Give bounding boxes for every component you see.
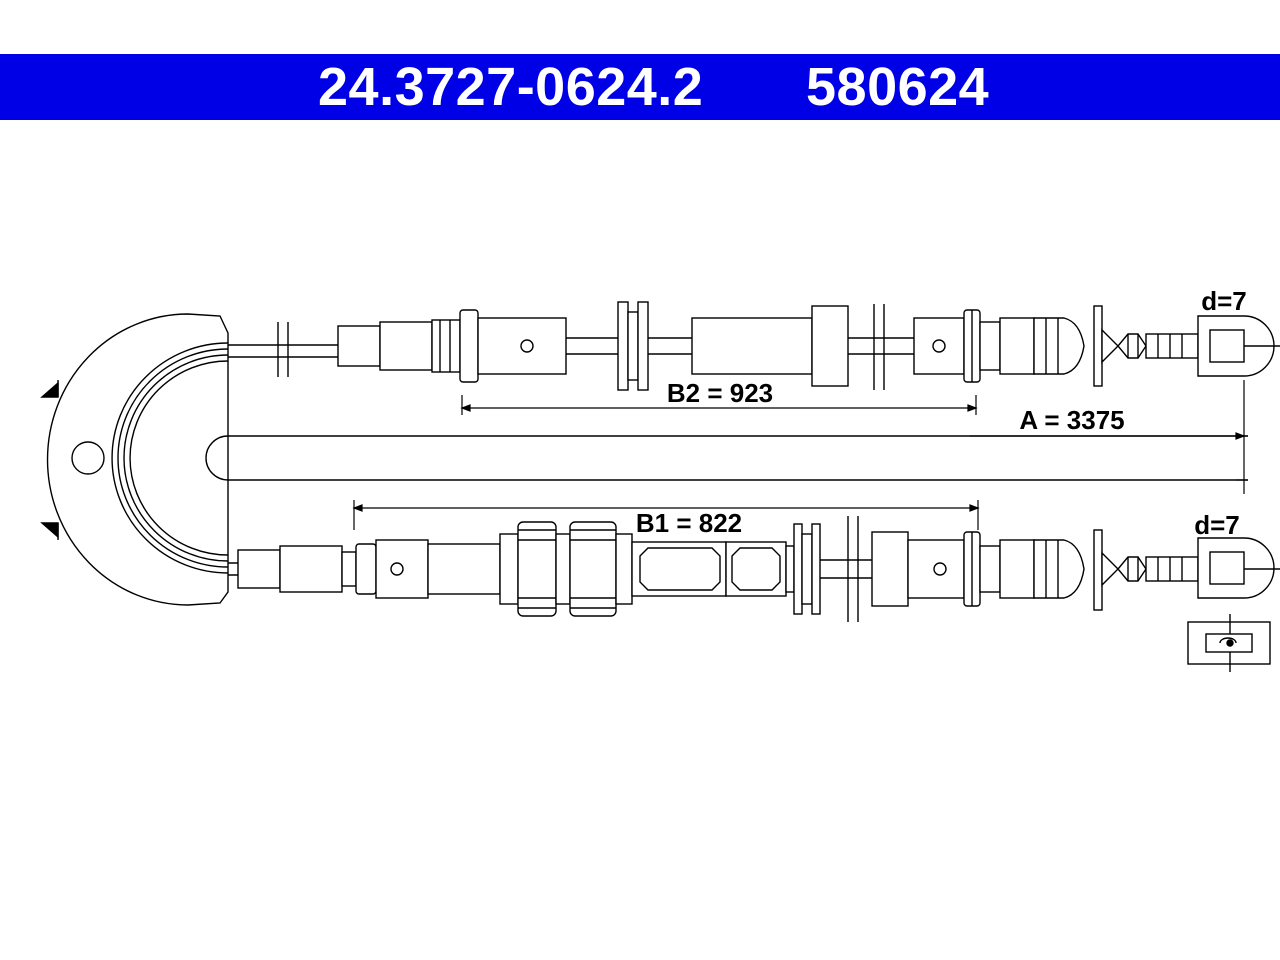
lower-fixing-hole-right: [933, 562, 947, 576]
lower-cable-assembly: [237, 516, 1280, 622]
eye-end-detail: [1187, 614, 1271, 672]
lower-eye-diameter: d=7: [1194, 510, 1240, 540]
part-number: 24.3727-0624.2: [318, 57, 704, 117]
header-band: [0, 54, 1280, 120]
upper-eye-diameter: d=7: [1201, 286, 1247, 316]
lower-fixing-hole-left: [390, 562, 404, 576]
reference-number: 580624: [806, 57, 990, 117]
upper-fixing-hole-left: [520, 339, 534, 353]
mounting-bracket: [40, 313, 229, 606]
cable-bend: [111, 342, 229, 574]
mounting-hole: [71, 441, 105, 475]
dimension-a: A = 3375: [1019, 405, 1124, 435]
dimension-lines: [352, 380, 1248, 530]
cable-contour: [205, 435, 1248, 481]
dimension-b1: B1 = 822: [636, 508, 742, 538]
upper-cable-assembly: [277, 301, 1280, 391]
dimension-b2: B2 = 923: [667, 378, 773, 408]
upper-fixing-hole-right: [932, 339, 946, 353]
